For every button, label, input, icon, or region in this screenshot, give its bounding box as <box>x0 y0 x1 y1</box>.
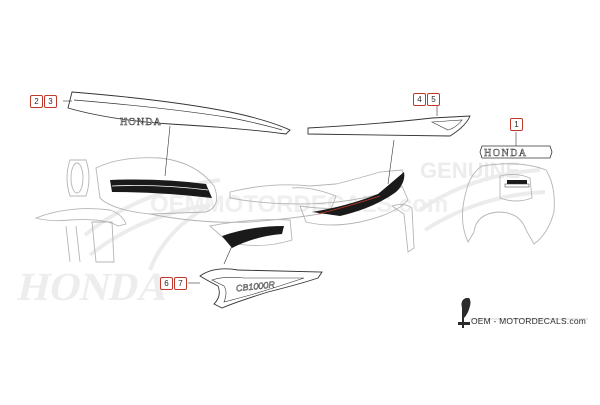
tank-applied-stripe <box>110 179 212 198</box>
site-logo-text: OEM - MOTORDECALS.com <box>471 316 587 326</box>
callout-label-7: 7 <box>174 277 187 290</box>
side-cover-decal-inner <box>211 277 305 303</box>
callout-tail: 4 5 <box>413 93 440 106</box>
tank-stripe-inner-line <box>73 99 283 131</box>
cover-applied-stripe <box>222 226 284 248</box>
tank-stripe-wordmark: HONDA <box>120 117 162 128</box>
tank-applied-black-band <box>110 179 212 198</box>
tail-stripe-inner <box>430 119 463 131</box>
radiator-outline <box>91 221 115 263</box>
headlight-outline <box>66 159 90 197</box>
tail-applied-red-line <box>317 195 381 215</box>
leader-line-cover-bike <box>223 245 233 265</box>
cowl-applied-emblem-light <box>504 183 530 188</box>
tail-applied-black-band <box>312 172 405 216</box>
side-cover-decal-shape <box>199 268 323 309</box>
tank-stripe-shape <box>67 91 291 135</box>
tank-applied-white-line <box>111 185 209 191</box>
cover-applied-black-band <box>222 226 284 248</box>
tail-applied-stripe <box>312 172 405 216</box>
leader-line-tank <box>164 125 171 177</box>
callout-label-4: 4 <box>413 93 426 106</box>
front-fender-outline <box>34 208 127 227</box>
callout-label-2: 2 <box>30 95 43 108</box>
side-cover-decal: CB1000R <box>199 268 323 309</box>
callout-label-5: 5 <box>427 93 440 106</box>
site-logo-icon <box>458 298 471 328</box>
callout-emblem: 1 <box>510 118 523 131</box>
emblem-wordmark: HONDA <box>484 148 528 159</box>
callout-cover: 6 7 <box>160 277 187 290</box>
side-cover-script: CB1000R <box>235 279 275 293</box>
callout-label-3: 3 <box>44 95 57 108</box>
watermark-wing-icon <box>83 168 546 271</box>
headlight-lens <box>70 162 84 194</box>
tail-stripe-decal <box>307 115 471 137</box>
rear-hugger-outline <box>390 203 415 253</box>
callout-label-6: 6 <box>160 277 173 290</box>
watermark-genuine-text: GENUINE <box>420 158 520 183</box>
tank-stripe-decal: HONDA <box>67 91 291 135</box>
rear-cowl-inner-outline <box>499 173 533 202</box>
watermark-honda-text: HONDA <box>14 264 172 309</box>
cowl-applied-emblem <box>507 180 527 184</box>
rear-cowl-outline <box>462 163 555 245</box>
frame-outline <box>149 187 337 223</box>
callout-label-1: 1 <box>510 118 523 131</box>
fuel-tank-outline <box>95 157 218 215</box>
leader-line-seat <box>387 139 395 185</box>
emblem-decal-shape <box>479 145 553 159</box>
emblem-decal: HONDA <box>479 145 553 159</box>
fork-leg-outline <box>65 225 81 263</box>
tail-stripe-shape <box>307 115 471 137</box>
side-cover-outline <box>209 219 293 247</box>
callout-stripe: 2 3 <box>30 95 57 108</box>
